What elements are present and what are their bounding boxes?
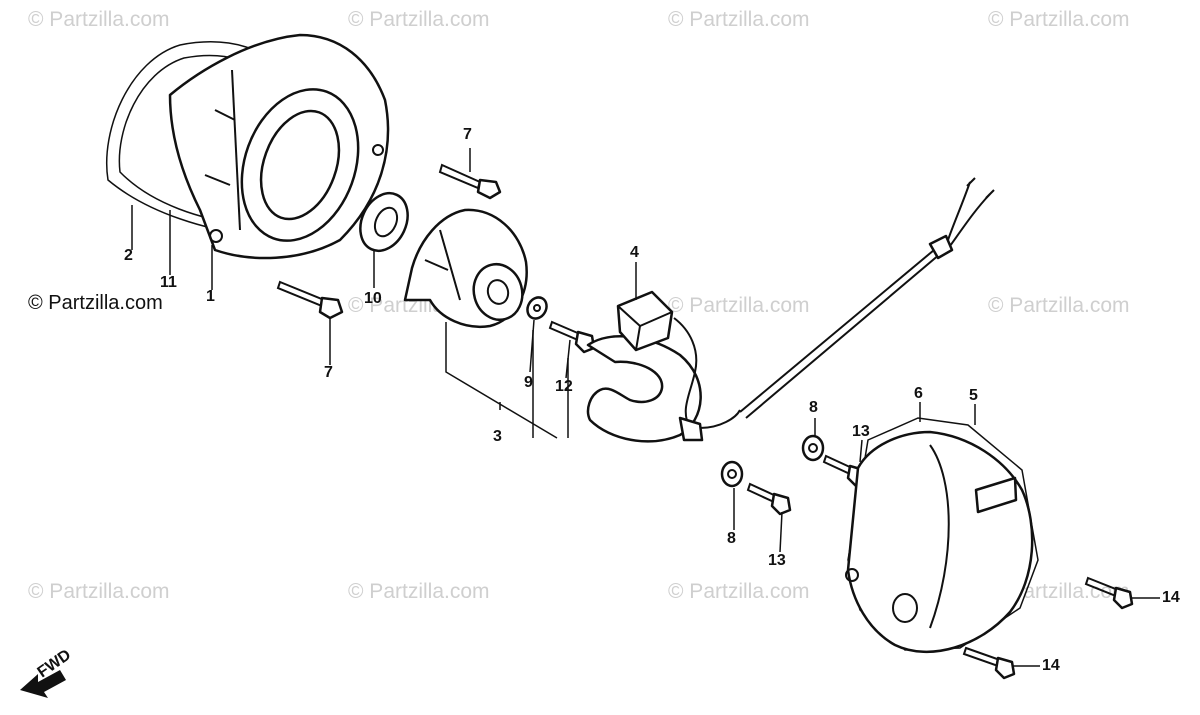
stator-assembly-part[interactable] xyxy=(403,208,528,329)
washer-part[interactable] xyxy=(524,294,551,322)
nut-part-lower[interactable] xyxy=(720,460,744,488)
bolt-part-14-upper[interactable] xyxy=(1084,576,1134,610)
callout-4: 4 xyxy=(630,244,639,261)
bolt-part-14-lower[interactable] xyxy=(962,646,1016,680)
fwd-arrow-icon: FWD xyxy=(20,646,74,698)
callout-10: 10 xyxy=(364,290,382,307)
callout-8-lower: 8 xyxy=(727,530,736,547)
credit-text: © Partzilla.com xyxy=(28,292,163,314)
callout-6: 6 xyxy=(914,385,923,402)
watermark: © Partzilla.com xyxy=(988,8,1130,31)
pulse-generator-part[interactable] xyxy=(586,290,741,443)
watermark: © Partzilla.com xyxy=(668,8,810,31)
callout-11: 11 xyxy=(160,274,177,291)
watermark: © Partzilla.com xyxy=(668,294,810,317)
bolt-part-lower[interactable] xyxy=(276,280,344,320)
callout-12: 12 xyxy=(555,378,573,395)
watermark: © Partzilla.com xyxy=(348,580,490,603)
watermark: © Partzilla.com xyxy=(28,8,170,31)
watermark: © Partzilla.com xyxy=(668,580,810,603)
wire-harness-part[interactable] xyxy=(739,177,995,419)
callout-14-upper: 14 xyxy=(1162,589,1180,606)
bolt-part-upper[interactable] xyxy=(438,163,502,200)
callout-5: 5 xyxy=(969,387,978,404)
generator-cover-part[interactable] xyxy=(845,417,1039,654)
nut-part-upper[interactable] xyxy=(801,434,825,462)
callout-13-lower: 13 xyxy=(768,552,786,569)
callout-13-upper: 13 xyxy=(852,423,870,440)
oil-seal-part[interactable] xyxy=(351,186,416,259)
callout-1: 1 xyxy=(206,288,215,305)
callout-8-upper: 8 xyxy=(809,399,818,416)
callout-7-upper: 7 xyxy=(463,126,472,143)
callout-9: 9 xyxy=(524,374,533,391)
callout-2: 2 xyxy=(124,247,133,264)
callout-14-lower: 14 xyxy=(1042,657,1060,674)
bolt-part-13-lower[interactable] xyxy=(746,482,792,516)
watermark: © Partzilla.com xyxy=(988,294,1130,317)
screw-part[interactable] xyxy=(548,320,596,354)
crankcase-cover-part[interactable] xyxy=(168,33,390,260)
callout-7-lower: 7 xyxy=(324,364,333,381)
watermark: © Partzilla.com xyxy=(28,580,170,603)
callout-3: 3 xyxy=(493,428,502,445)
watermark: © Partzilla.com xyxy=(348,8,490,31)
